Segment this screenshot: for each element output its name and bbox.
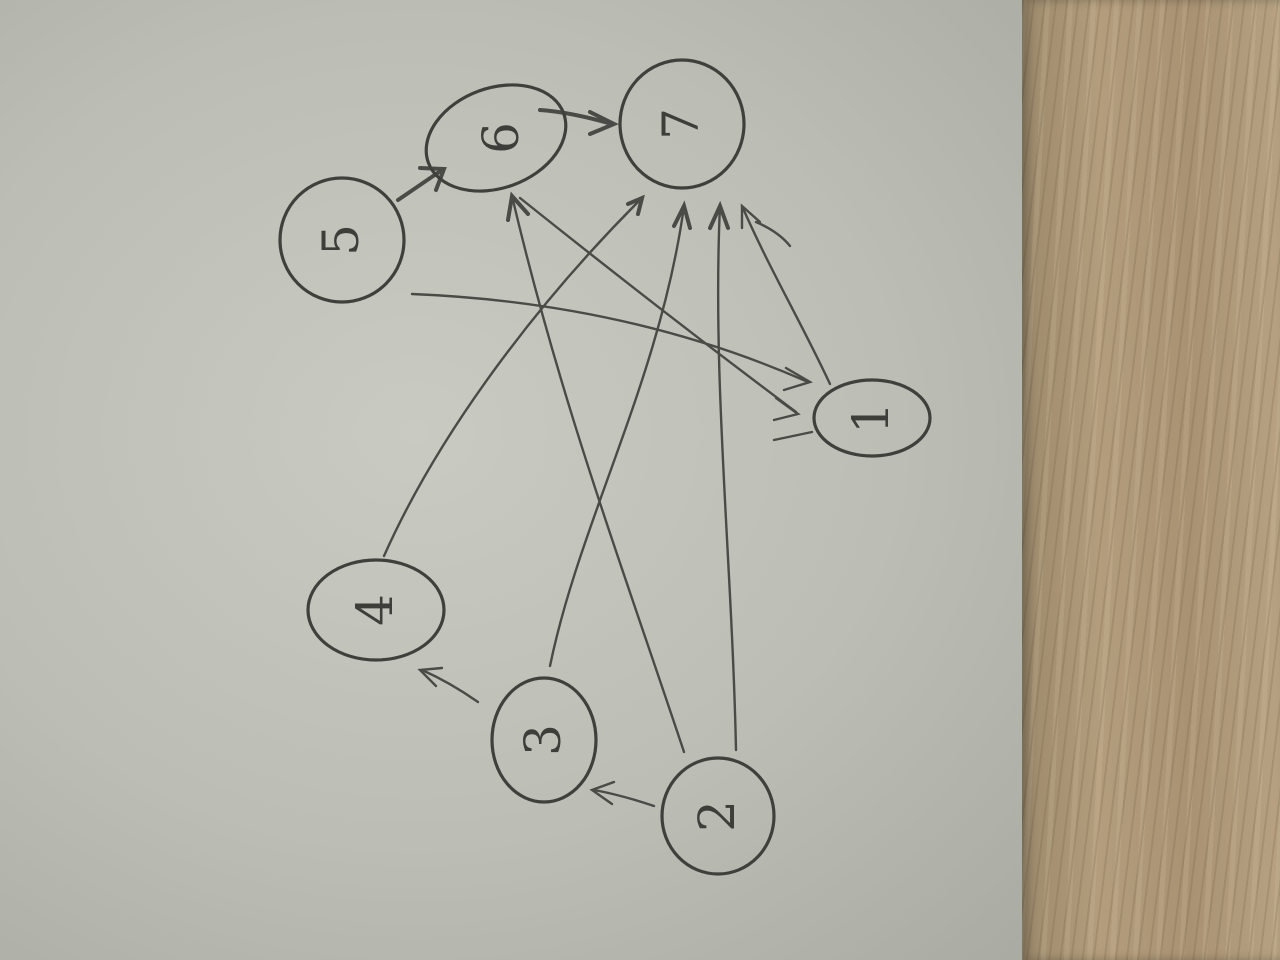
wooden-table-edge — [1022, 0, 1280, 960]
node-6: 6 — [424, 83, 568, 193]
edge-2-7 — [708, 200, 738, 752]
edge-3-7 — [548, 200, 692, 668]
paper-sheet — [0, 0, 1036, 960]
node-3: 3 — [490, 676, 598, 804]
node-3-label: 3 — [514, 724, 572, 756]
edge-1-7 — [740, 203, 832, 386]
node-2-label: 2 — [688, 800, 746, 832]
edge-2-3 — [589, 780, 656, 808]
edge-4-7 — [382, 194, 645, 558]
node-1-label: 1 — [842, 402, 900, 434]
node-7: 7 — [618, 58, 746, 190]
edge-5-1 — [410, 292, 813, 392]
node-5: 5 — [278, 176, 406, 304]
edge-6-7 — [538, 108, 619, 136]
edge-3-4 — [417, 666, 480, 704]
node-2: 2 — [660, 756, 776, 876]
node-5-label: 5 — [312, 224, 370, 256]
edge-2-6 — [506, 191, 686, 754]
node-6-label: 6 — [472, 122, 530, 154]
edge-6-1 — [518, 196, 814, 442]
node-4-label: 4 — [346, 594, 404, 626]
edge-5-6 — [396, 166, 447, 202]
node-1: 1 — [812, 378, 932, 458]
node-7-label: 7 — [652, 108, 710, 140]
node-4: 4 — [306, 558, 446, 662]
